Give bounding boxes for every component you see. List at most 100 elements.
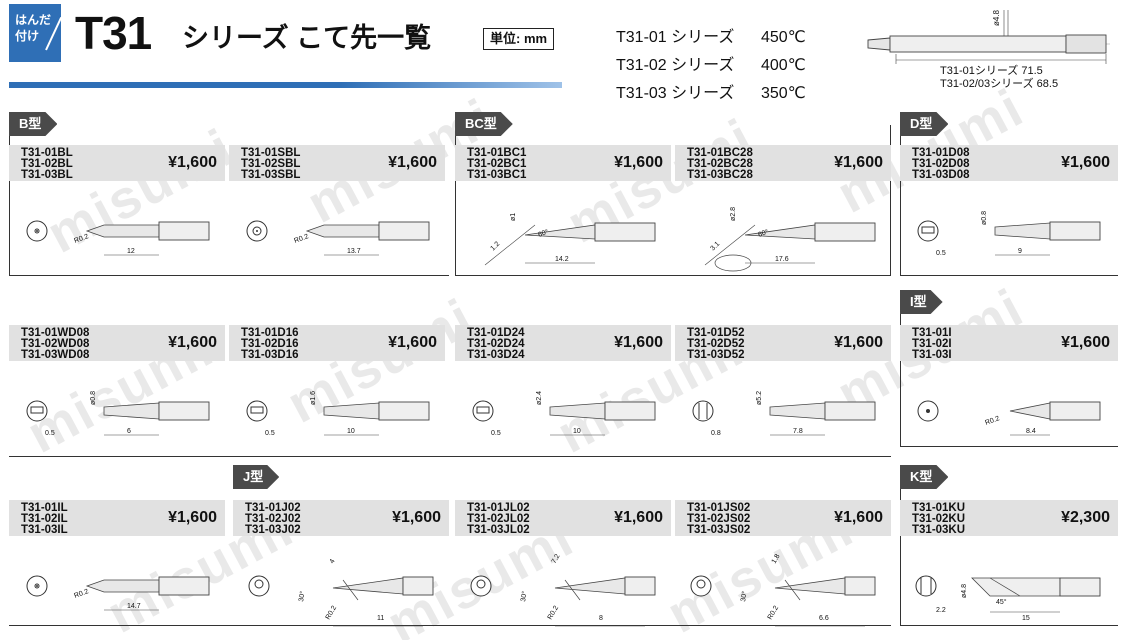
panel-row3 [9,488,891,626]
type-tab-bc: BC型 [455,112,513,136]
tip-end-view [472,400,494,422]
dimension-label: ø1.6 [310,391,317,405]
tip-end-view [915,575,937,597]
model-number: T31-01D08 [912,147,970,159]
tip-end-view [470,575,492,597]
tip-card-bc28: T31-01BC28 T31-02BC28 T31-03BC28 ¥1,600 … [675,145,891,273]
model-list: T31-01J02 T31-02J02 T31-03J02 [245,502,301,536]
model-number: T31-01I [912,327,952,339]
model-list: T31-01IL T31-02IL T31-03IL [21,502,68,536]
card-header: T31-01I T31-02I T31-03I ¥1,600 [900,325,1118,361]
model-number: T31-02J02 [245,513,301,525]
dimension-label: ø2.4 [536,391,543,405]
tip-shaft [158,221,210,241]
model-list: T31-01JL02 T31-02JL02 T31-03JL02 [467,502,530,536]
model-number: T31-03BL [21,169,73,181]
dimension-label: 0.5 [936,250,946,257]
model-number: T31-01BC28 [687,147,753,159]
dimension-label: R0.2 [984,415,1000,427]
model-number: T31-03JS02 [687,524,751,536]
model-number: T31-02D16 [241,338,299,350]
panel-b [9,125,449,276]
model-number: T31-01D52 [687,327,745,339]
dimension-label: 10 [573,428,581,435]
price: ¥1,600 [614,334,663,351]
model-number: T31-01JS02 [687,502,751,514]
model-list: T31-01BC1 T31-02BC1 T31-03BC1 [467,147,527,181]
dia-label: ø4.8 [992,9,1001,26]
tip-end-view [246,400,268,422]
model-number: T31-03WD08 [21,349,90,361]
model-number: T31-03BC1 [467,169,527,181]
dimension-label: ø1 [510,213,517,221]
price: ¥1,600 [834,334,883,351]
model-list: T31-01JS02 T31-02JS02 T31-03JS02 [687,502,751,536]
dimension-label: 2.2 [936,607,946,614]
tip-end-view [26,400,48,422]
unit-label: 単位: mm [483,28,555,50]
card-header: T31-01D08 T31-02D08 T31-03D08 ¥1,600 [900,145,1118,181]
card-header: T31-01BL T31-02BL T31-03BL ¥1,600 [9,145,225,181]
dimension-label: 12 [127,248,135,255]
title-divider [9,82,562,88]
dimension-label: 14.7 [127,603,141,610]
model-number: T31-01IL [21,502,68,514]
tip-shaft [594,222,656,242]
tip-drawing: ø11.260°14.2 [484,213,656,266]
price: ¥1,600 [614,154,663,171]
page-title: T31 [75,7,152,59]
model-list: T31-01BC28 T31-02BC28 T31-03BC28 [687,147,753,181]
tip-shaft [1049,401,1101,421]
dimension-label: ø4.8 [961,584,968,598]
price: ¥1,600 [1061,334,1110,351]
dimension-label: 30° [739,590,749,602]
soldering-badge: はんだ 付け [9,4,63,62]
tip-shaft [824,401,876,421]
model-number: T31-02BL [21,158,73,170]
model-list: T31-01D16 T31-02D16 T31-03D16 [241,327,299,361]
dimension-label: 0.5 [265,430,275,437]
badge-line-2: 付け [15,29,40,43]
model-list: T31-01SBL T31-02SBL T31-03SBL [241,147,301,181]
tip-drawing: R0.213.7 [246,220,430,256]
price: ¥1,600 [168,509,217,526]
tip-shaft [1049,221,1101,241]
model-list: T31-01I T31-02I T31-03I [912,327,952,361]
dimension-label: ø5.2 [756,391,763,405]
type-tab-b: B型 [9,112,57,136]
dimension-label: R0.2 [547,605,561,621]
tip-drawing: R0.212 [26,220,210,256]
model-list: T31-01BL T31-02BL T31-03BL [21,147,73,181]
dimension-label: 3.1 [709,241,721,253]
dimension-label: 30° [519,590,529,602]
dimension-label: 7.8 [793,428,803,435]
model-number: T31-03D08 [912,169,970,181]
card-header: T31-01WD08 T31-02WD08 T31-03WD08 ¥1,600 [9,325,225,361]
tip-end-view [248,575,270,597]
model-number: T31-01SBL [241,147,301,159]
dimension-label: 0.8 [711,430,721,437]
model-number: T31-03KU [912,524,966,536]
dimension-label: 60° [537,228,550,239]
tip-drawing: R0.214.7 [26,575,210,611]
panel-bc [455,125,891,276]
tip-shaft [378,401,430,421]
tip-card-js02: T31-01JS02 T31-02JS02 T31-03JS02 ¥1,600 … [675,500,891,628]
dimension-label: R0.2 [325,605,339,621]
card-header: T31-01JL02 T31-02JL02 T31-03JL02 ¥1,600 [455,500,671,536]
model-number: T31-03D16 [241,349,299,361]
badge-line-1: はんだ [15,13,52,27]
dimension-label: 10 [347,428,355,435]
tip-shaft [624,576,656,596]
dimension-label: 7.2 [551,553,562,565]
model-number: T31-02I [912,338,952,350]
dimension-label: 11 [377,615,384,622]
